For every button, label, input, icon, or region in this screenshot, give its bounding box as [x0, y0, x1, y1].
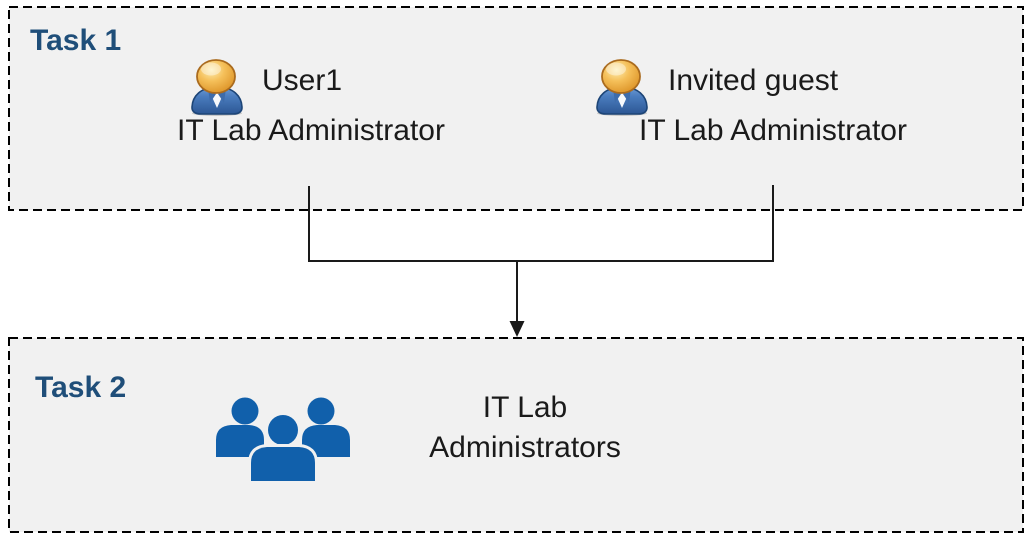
- invited-guest-role: IT Lab Administrator: [639, 114, 907, 147]
- merge-connector: [308, 185, 774, 324]
- group-name-line1: IT Lab: [482, 391, 568, 424]
- arrowhead-icon: [509, 321, 525, 337]
- task2-label: Task 2: [35, 371, 127, 404]
- user-icon: [593, 56, 651, 116]
- user-icon: [188, 56, 246, 116]
- user1-name: User1: [262, 64, 343, 97]
- group-name-line2: Administrators: [429, 431, 621, 464]
- task1-label: Task 1: [30, 24, 122, 57]
- task2-box: [8, 337, 1024, 533]
- invited-guest-name: Invited guest: [668, 64, 839, 97]
- user1-role: IT Lab Administrator: [177, 114, 445, 147]
- task1-box: [8, 6, 1024, 211]
